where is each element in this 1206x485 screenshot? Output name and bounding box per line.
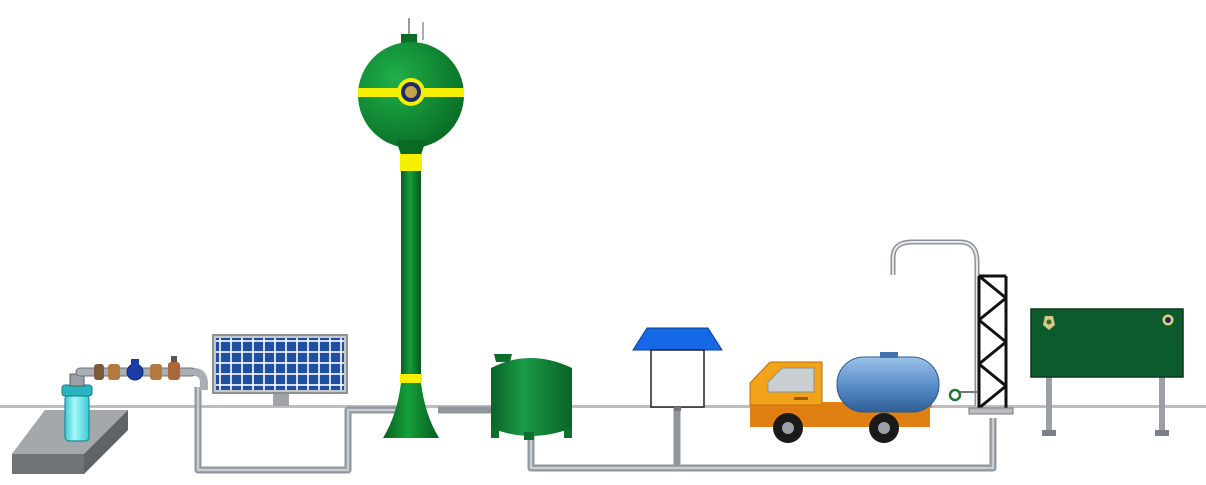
well-casing-icon <box>64 394 90 442</box>
water-tanker-truck <box>749 352 940 443</box>
underground-pipe-network-inner <box>196 387 995 472</box>
gate-valve-icon <box>168 362 180 380</box>
project-signboard <box>1030 308 1184 436</box>
elevated-water-tower <box>358 18 464 438</box>
lattice-tower-icon <box>977 274 1008 410</box>
hose-valve-icon <box>948 388 978 402</box>
solar-panel <box>212 334 348 406</box>
cabinet-icon <box>632 327 723 351</box>
signboard-icon <box>1030 308 1184 378</box>
groundwater-well <box>12 373 128 474</box>
truck-filling-tower <box>890 239 1014 415</box>
tank-icon <box>491 358 572 436</box>
control-cabinet <box>632 327 723 411</box>
water-storage-tank <box>491 354 572 440</box>
tanker-icon <box>836 356 940 413</box>
emblem-icon <box>1043 316 1055 330</box>
solar-panel-icon <box>216 338 344 390</box>
seal-icon <box>1162 314 1174 326</box>
water-meter-icon <box>126 363 144 381</box>
ground-line <box>0 405 1206 408</box>
well-pipe-assembly <box>75 356 208 390</box>
